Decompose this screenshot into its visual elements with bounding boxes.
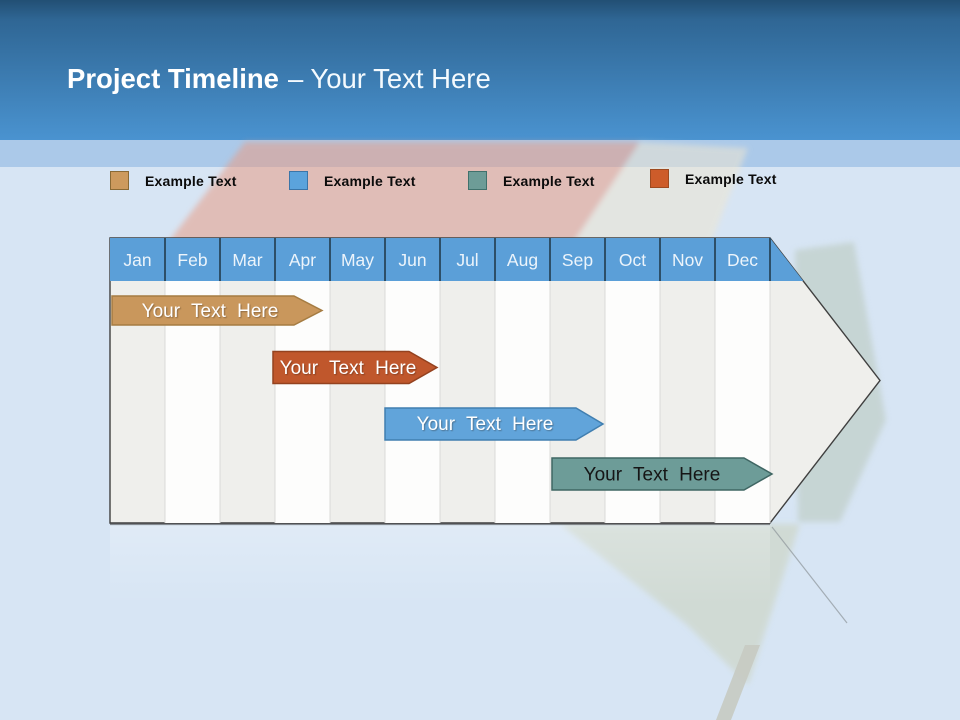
bar-jun-sep: Your Text Here xyxy=(384,407,605,441)
bar-label: Your Text Here xyxy=(584,465,721,486)
arrow-edge-reflection xyxy=(771,526,848,624)
timeline-bars: Your Text Here Your Text Here Your Text … xyxy=(111,295,774,491)
bar-label: Your Text Here xyxy=(417,414,554,435)
page-title-rest: – Your Text Here xyxy=(287,63,491,94)
month-label-feb: Feb xyxy=(177,250,207,270)
legend-item-3: Example Text xyxy=(468,170,595,191)
legend-item-2: Example Text xyxy=(289,170,416,191)
legend-swatch-orange xyxy=(650,169,669,188)
month-label-dec: Dec xyxy=(727,250,758,270)
month-header-separators xyxy=(164,238,771,281)
bar-shape xyxy=(384,407,605,441)
flag-cream-band xyxy=(558,142,748,266)
flag-orange-band xyxy=(150,142,640,266)
month-header-strip xyxy=(110,238,804,281)
month-label-nov: Nov xyxy=(672,250,703,270)
page-title-bold: Project Timeline xyxy=(67,63,279,94)
bar-jan-apr: Your Text Here xyxy=(111,295,324,326)
bar-apr-jun: Your Text Here xyxy=(272,350,439,385)
legend-swatch-tan xyxy=(110,171,129,190)
month-label-sep: Sep xyxy=(562,250,593,270)
legend-label: Example Text xyxy=(685,170,777,187)
timeline-table: Jan Feb Mar Apr May Jun Jul Aug Sep Oct … xyxy=(109,237,881,526)
legend-label: Example Text xyxy=(503,172,595,189)
title-banner: Project Timeline – Your Text Here xyxy=(0,0,960,140)
table-reflection xyxy=(110,524,848,720)
bar-shape xyxy=(111,295,324,326)
month-label-jun: Jun xyxy=(398,250,426,270)
legend-label: Example Text xyxy=(324,172,416,189)
month-label-may: May xyxy=(341,250,374,270)
month-label-jul: Jul xyxy=(456,250,478,270)
legend-swatch-teal xyxy=(468,171,487,190)
month-label-apr: Apr xyxy=(289,250,316,270)
month-label-aug: Aug xyxy=(507,250,538,270)
page-title: Project Timeline – Your Text Here xyxy=(67,62,491,96)
flag-pole xyxy=(716,645,760,720)
bar-shape xyxy=(272,350,439,385)
reflection-sheen xyxy=(110,525,770,605)
month-label-jan: Jan xyxy=(123,250,151,270)
month-labels: Jan Feb Mar Apr May Jun Jul Aug Sep Oct … xyxy=(123,250,758,270)
legend-item-4: Example Text xyxy=(650,168,777,189)
legend-item-1: Example Text xyxy=(110,170,237,191)
column-aug xyxy=(495,281,550,523)
bar-label: Your Text Here xyxy=(142,301,279,322)
bar-shape xyxy=(551,457,774,491)
legend-swatch-blue xyxy=(289,171,308,190)
bar-sep-dec: Your Text Here xyxy=(551,457,774,491)
bar-label: Your Text Here xyxy=(280,358,417,379)
month-label-mar: Mar xyxy=(232,250,262,270)
legend-label: Example Text xyxy=(145,172,237,189)
month-label-oct: Oct xyxy=(619,250,646,270)
column-jun xyxy=(385,281,440,523)
